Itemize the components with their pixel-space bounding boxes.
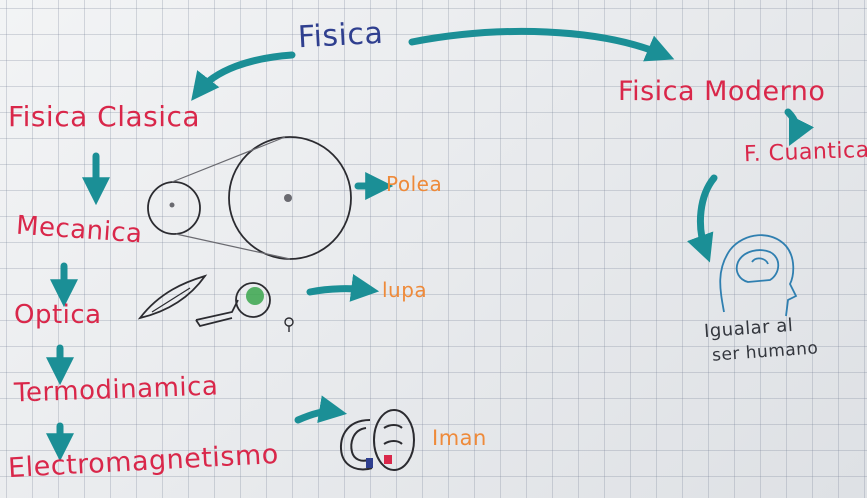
modern-label: Fisica Moderno [618,76,826,107]
arrow-to-lupa [306,274,380,302]
classical-label: Fisica Clasica [8,100,201,133]
arrow-to-clasica [191,51,296,101]
root-label: Fisica [297,15,385,56]
arrow-to-cuantica [784,108,815,147]
arrow-to-iman [294,395,348,424]
human-head-drawing [719,234,798,317]
example-polea: Polea [386,172,443,196]
example-lupa: lupa [382,278,428,302]
modern-sub-label: F. Cuantica [743,137,867,168]
magnet-drawing [340,409,415,471]
arrow-to-note [687,174,718,263]
branch-optica: Optica [14,300,102,330]
flower-drawing [235,282,294,332]
arrow-to-moderno [408,27,675,62]
pulley-drawing [147,136,352,260]
example-iman: Iman [432,426,487,450]
lens-drawing [137,274,239,328]
